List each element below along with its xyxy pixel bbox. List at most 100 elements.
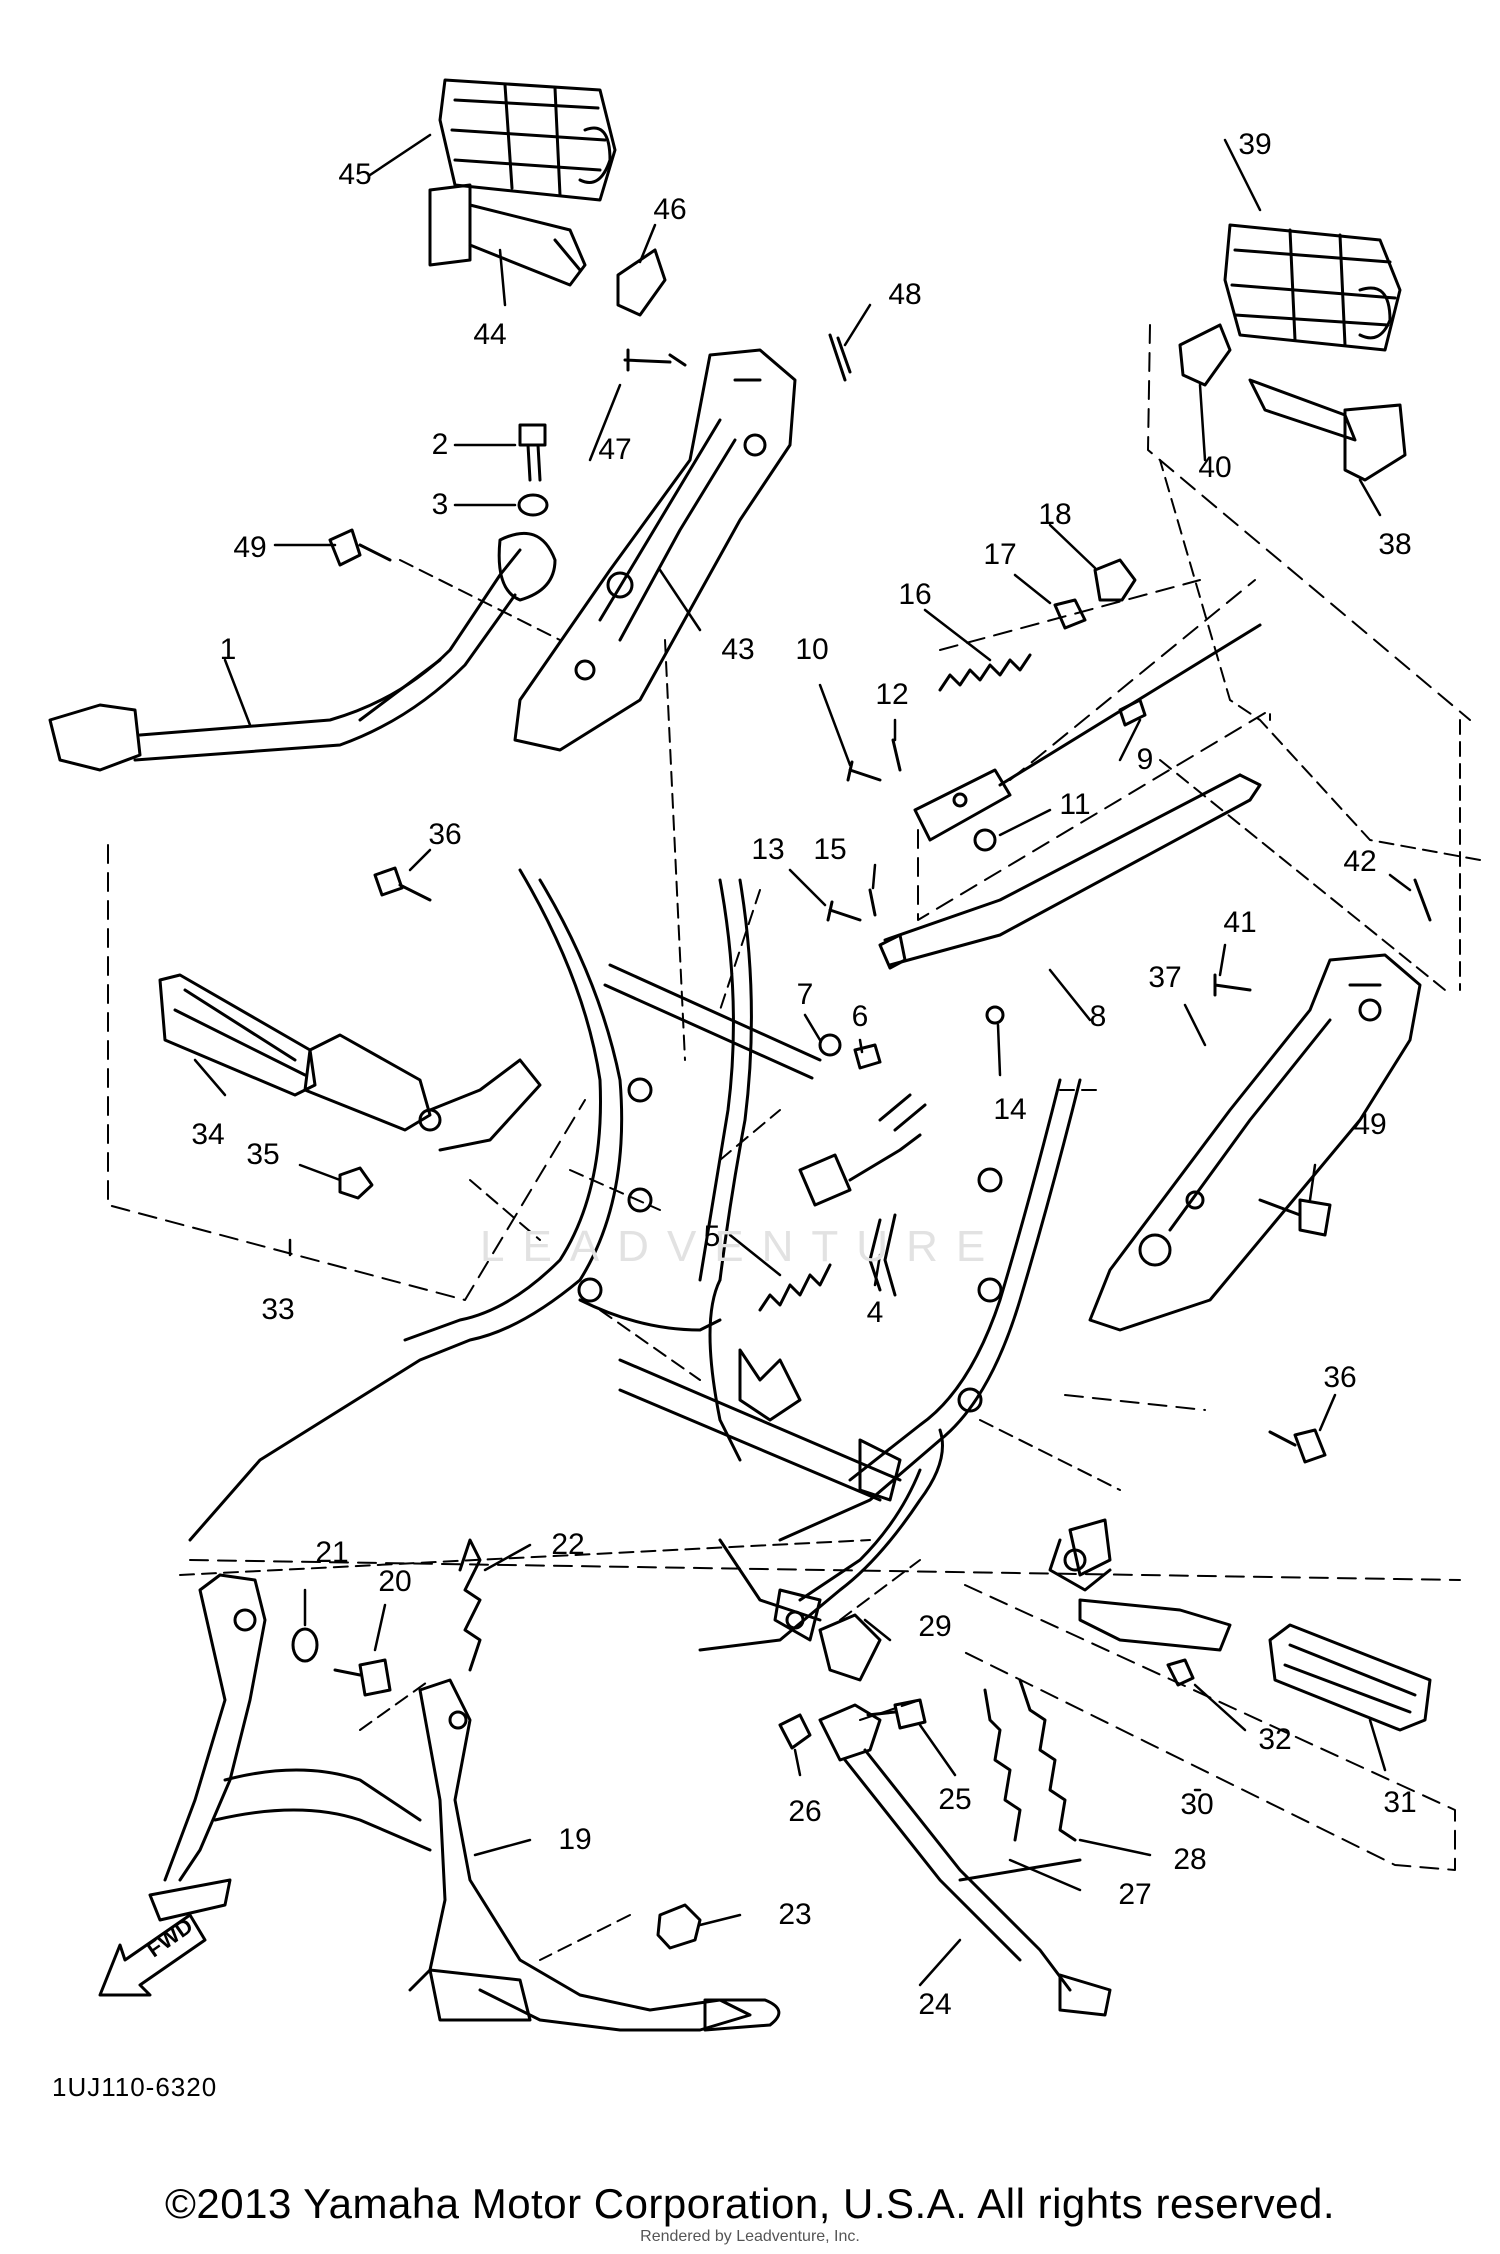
group-38-40-outline bbox=[1147, 324, 1471, 721]
part-10-pin bbox=[846, 760, 882, 782]
part-label-33: 33 bbox=[261, 1293, 295, 1326]
part-43-footrest-bracket bbox=[513, 348, 797, 752]
part-29-plate bbox=[818, 1613, 882, 1682]
part-13-pin bbox=[826, 900, 862, 922]
group-outlines bbox=[107, 324, 1471, 1871]
part-label-21: 21 bbox=[315, 1536, 349, 1569]
watermark: LEADVENTURE bbox=[480, 1222, 1004, 1271]
part-19-center-stand bbox=[148, 1573, 781, 2032]
part-label-26: 26 bbox=[788, 1795, 822, 1828]
part-label-12: 12 bbox=[875, 678, 909, 711]
part-label-31: 31 bbox=[1383, 1786, 1417, 1819]
part-1-brake-pedal bbox=[48, 531, 557, 772]
part-44-footrest-peg bbox=[428, 183, 587, 287]
part-label-7: 7 bbox=[796, 978, 814, 1011]
part-label-18: 18 bbox=[1038, 498, 1072, 531]
group-30-outline bbox=[959, 1584, 1456, 1871]
part-46-plate bbox=[616, 248, 667, 317]
part-label-37: 37 bbox=[1148, 961, 1182, 994]
part-38-footrest-peg bbox=[1248, 378, 1407, 482]
part-49-bolt-left bbox=[328, 528, 392, 567]
part-34-footrest-rubber bbox=[158, 973, 317, 1097]
part-25-bolt bbox=[866, 1698, 927, 1730]
part-36-bolt-right bbox=[1268, 1428, 1327, 1464]
group-8-9-outline bbox=[917, 709, 1271, 921]
part-20-bolt bbox=[333, 1658, 392, 1697]
part-label-3: 3 bbox=[431, 488, 449, 521]
part-17-collar bbox=[1053, 598, 1087, 630]
part-24-side-stand bbox=[818, 1703, 1112, 2017]
leader-lines bbox=[179, 459, 1481, 1961]
part-label-49a: 49 bbox=[233, 531, 267, 564]
part-label-27: 27 bbox=[1118, 1878, 1152, 1911]
part-label-39: 39 bbox=[1238, 128, 1272, 161]
part-15-cotter bbox=[868, 888, 877, 917]
part-label-34: 34 bbox=[191, 1118, 225, 1151]
part-49-bolt-right bbox=[1258, 1198, 1332, 1237]
part-33-footrest-assy bbox=[303, 1033, 542, 1152]
part-label-28: 28 bbox=[1173, 1843, 1207, 1876]
part-16-spring bbox=[938, 653, 1032, 692]
part-label-1: 1 bbox=[219, 633, 237, 666]
part-28-spring bbox=[1018, 1678, 1077, 1842]
part-2-bolt bbox=[518, 423, 547, 482]
label-leaders bbox=[193, 133, 1412, 1987]
part-8-rod bbox=[878, 773, 1262, 970]
part-label-38: 38 bbox=[1378, 528, 1412, 561]
part-label-25: 25 bbox=[938, 1783, 972, 1816]
copyright-notice: ©2013 Yamaha Motor Corporation, U.S.A. A… bbox=[164, 2180, 1336, 2227]
part-label-5: 5 bbox=[703, 1220, 721, 1253]
part-14-nut bbox=[985, 1005, 1005, 1025]
part-label-14: 14 bbox=[993, 1093, 1027, 1126]
part-label-45: 45 bbox=[338, 158, 372, 191]
part-label-43: 43 bbox=[721, 633, 755, 666]
part-31-footrest-rubber bbox=[1268, 1623, 1432, 1732]
part-12-cotter bbox=[891, 738, 902, 772]
part-label-40: 40 bbox=[1198, 451, 1232, 484]
part-label-19: 19 bbox=[558, 1823, 592, 1856]
part-label-13: 13 bbox=[751, 833, 785, 866]
part-label-42: 42 bbox=[1343, 845, 1377, 878]
rendered-by-notice: Rendered by Leadventure, Inc. bbox=[640, 2228, 860, 2245]
fwd-arrow-icon bbox=[98, 1913, 207, 1997]
part-label-41: 41 bbox=[1223, 906, 1257, 939]
part-36-bolt-left bbox=[373, 866, 432, 902]
part-label-6: 6 bbox=[851, 1000, 869, 1033]
part-40-plate bbox=[1178, 323, 1232, 387]
part-label-49b: 49 bbox=[1353, 1108, 1387, 1141]
part-18-nut bbox=[1093, 558, 1137, 602]
part-label-10: 10 bbox=[795, 633, 829, 666]
part-47-pin bbox=[623, 348, 687, 372]
part-42-clip bbox=[1413, 878, 1432, 922]
part-label-46: 46 bbox=[653, 193, 687, 226]
part-label-48: 48 bbox=[888, 278, 922, 311]
part-label-17: 17 bbox=[983, 538, 1017, 571]
part-label-24: 24 bbox=[918, 1988, 952, 2021]
part-label-11: 11 bbox=[1059, 788, 1091, 821]
part-label-8: 8 bbox=[1089, 1000, 1107, 1033]
part-label-23: 23 bbox=[778, 1898, 812, 1931]
part-48-clip bbox=[828, 333, 852, 382]
part-label-16: 16 bbox=[898, 578, 932, 611]
part-23-bushing bbox=[656, 1903, 702, 1950]
diagram-code: 1UJ110-6320 bbox=[52, 2072, 218, 2102]
frame-drawing bbox=[188, 868, 1082, 1652]
part-label-15: 15 bbox=[813, 833, 847, 866]
part-label-9: 9 bbox=[1136, 743, 1154, 776]
part-32-nut bbox=[1166, 1658, 1195, 1687]
part-label-47: 47 bbox=[598, 433, 632, 466]
part-label-2: 2 bbox=[431, 428, 449, 461]
part-35-nut bbox=[338, 1166, 374, 1200]
part-6-bolt bbox=[853, 1043, 882, 1070]
part-label-36a: 36 bbox=[428, 818, 462, 851]
part-26-nut bbox=[778, 1713, 812, 1750]
part-label-36b: 36 bbox=[1323, 1361, 1357, 1394]
part-3-washer bbox=[517, 493, 549, 517]
part-37-footrest-bracket bbox=[1088, 953, 1422, 1332]
part-5-spring bbox=[758, 1263, 832, 1312]
part-11-washer bbox=[973, 828, 997, 852]
part-label-4: 4 bbox=[866, 1296, 884, 1329]
part-7-washer bbox=[818, 1033, 842, 1057]
part-label-20: 20 bbox=[378, 1565, 412, 1598]
